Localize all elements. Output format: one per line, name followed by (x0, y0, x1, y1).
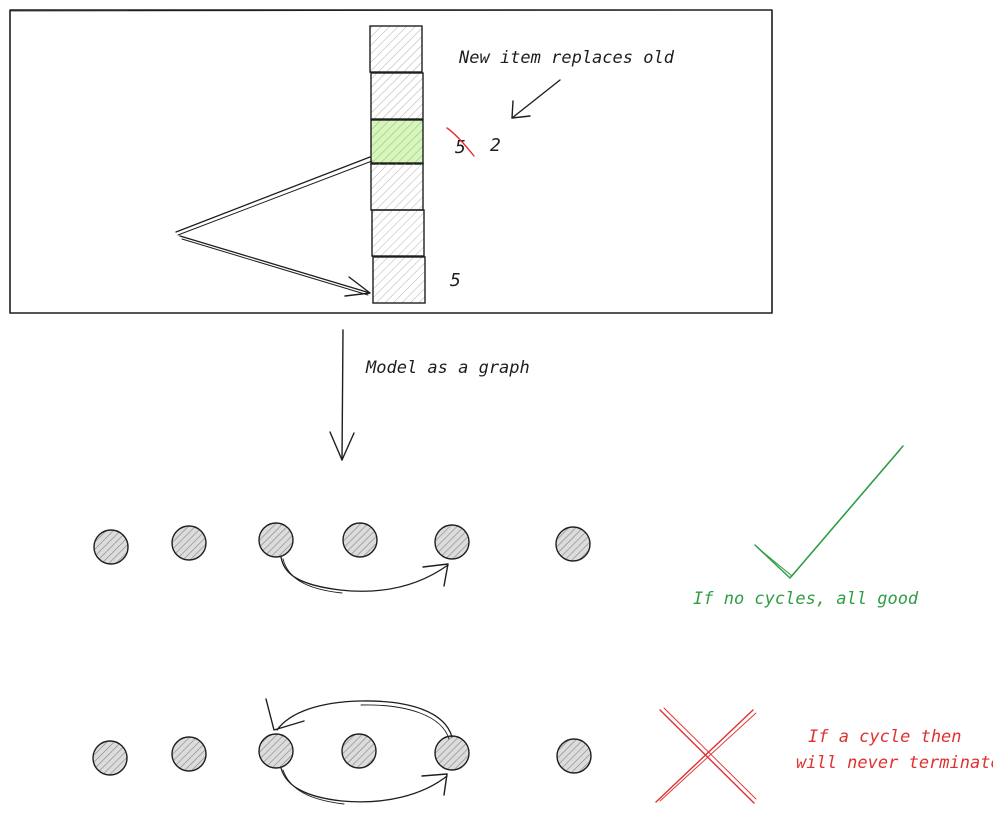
array-cell-highlighted (370, 119, 424, 165)
checkmark-icon (754, 445, 904, 579)
panel-frame (9, 9, 773, 314)
replace-note: New item replaces old (458, 48, 675, 68)
acyclic-caption: If no cycles, all good (693, 589, 919, 609)
graph-node (171, 736, 207, 772)
graph-node (434, 735, 470, 771)
graph-edge-back (265, 698, 453, 740)
note-arrow (511, 79, 561, 119)
transition-label: Model as a graph (365, 358, 530, 378)
array-cell (370, 162, 424, 211)
strike-mark (446, 127, 475, 157)
old-value: 5 (455, 137, 466, 158)
graph-node (434, 524, 470, 560)
acyclic-graph (93, 522, 591, 594)
graph-node (258, 733, 294, 769)
graph-node (92, 740, 128, 776)
graph-edge (280, 556, 449, 594)
pointer-arrows (175, 156, 373, 297)
array-cell (370, 72, 424, 120)
graph-node (342, 522, 378, 558)
cross-icon (655, 707, 757, 804)
transition-arrow (329, 329, 355, 461)
cyclic-caption-line2: will never terminate (796, 753, 993, 773)
graph-node (171, 525, 207, 561)
graph-node (93, 529, 129, 565)
array-cell (372, 256, 426, 304)
array-cells (369, 25, 426, 304)
new-value: 2 (490, 135, 501, 156)
graph-edge-forward (280, 767, 448, 805)
cyclic-graph (92, 698, 592, 805)
graph-node (341, 733, 377, 769)
array-cell (369, 25, 423, 73)
cyclic-caption-line1: If a cycle then (808, 727, 962, 747)
graph-node (556, 738, 592, 774)
bottom-value: 5 (450, 270, 461, 291)
graph-node (258, 522, 294, 558)
array-panel: New item replaces old 5 2 5 (9, 9, 773, 314)
graph-node (555, 526, 591, 562)
array-cell (371, 209, 425, 257)
